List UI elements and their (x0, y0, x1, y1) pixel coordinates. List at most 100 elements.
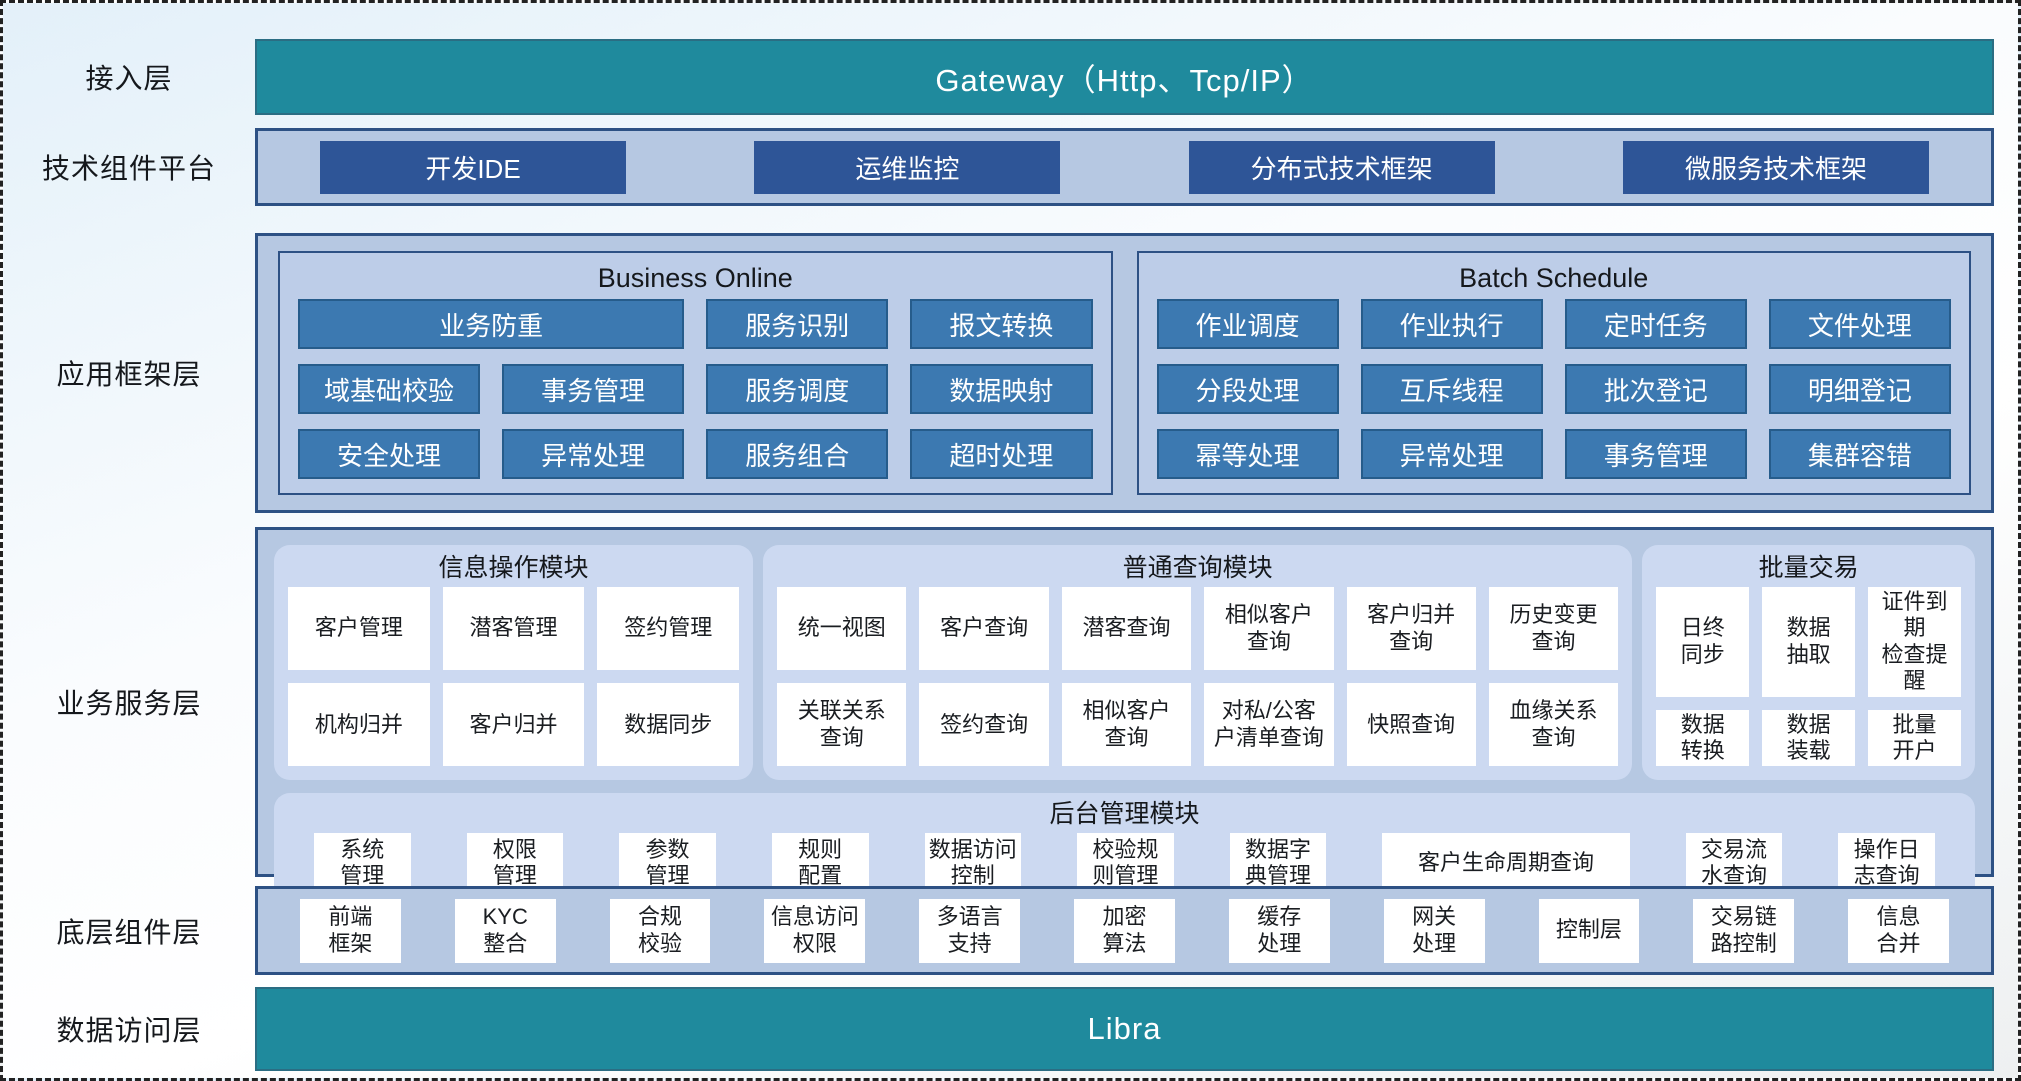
batch-trade-card: 批量交易 日终 同步 数据 抽取 证件到期 检查提醒 数据 转换 数据 装载 批… (1642, 545, 1975, 781)
info-ops-item: 客户管理 (288, 587, 430, 671)
base-components-label: 底层组件层 (56, 916, 202, 948)
batch-trade-item: 批量 开户 (1868, 709, 1961, 767)
bs-item: 作业执行 (1360, 299, 1543, 349)
batch-trade-item: 证件到期 检查提醒 (1868, 587, 1961, 697)
business-online-grid: 业务防重 服务识别 报文转换 域基础校验 事务管理 服务调度 数据映射 安全处理… (298, 299, 1093, 479)
batch-schedule-box: Batch Schedule 作业调度 作业执行 定时任务 文件处理 分段处理 … (1136, 251, 1971, 495)
base-item: 信息访问 权限 (764, 898, 866, 963)
base-item: 缓存 处理 (1228, 898, 1330, 963)
query-item: 快照查询 (1346, 683, 1476, 767)
business-online-title: Business Online (597, 263, 793, 293)
layer-row-access: 接入层 Gateway（Http、Tcp/IP） (3, 39, 2018, 115)
bs-item: 文件处理 (1768, 299, 1951, 349)
bo-item: 服务组合 (706, 429, 889, 479)
batch-trade-item: 数据 抽取 (1762, 587, 1856, 697)
common-query-title: 普通查询模块 (1122, 554, 1273, 582)
info-ops-item: 潜客管理 (442, 587, 585, 671)
bo-item: 事务管理 (502, 364, 685, 414)
base-item: 合规 校验 (609, 898, 711, 963)
batch-trade-item: 数据 装载 (1762, 709, 1856, 767)
query-item: 历史变更 查询 (1488, 587, 1619, 671)
common-query-card: 普通查询模块 统一视图 客户查询 潜客查询 相似客户 查询 客户归并 查询 历史… (763, 545, 1633, 781)
layer-row-base-components: 底层组件层 前端 框架 KYC 整合 合规 校验 信息访问 权限 多语言 支持 … (3, 886, 2018, 975)
admin-module-title: 后台管理模块 (1049, 800, 1200, 829)
bs-item: 幂等处理 (1156, 429, 1339, 479)
base-components-panel: 前端 框架 KYC 整合 合规 校验 信息访问 权限 多语言 支持 加密 算法 … (255, 886, 1994, 975)
business-service-panel: 信息操作模块 客户管理 潜客管理 签约管理 机构归并 客户归并 数据同步 普通查… (255, 527, 1994, 906)
bo-item: 域基础校验 (298, 364, 481, 414)
query-item: 潜客查询 (1061, 587, 1192, 671)
admin-item: 客户生命周期查询 (1382, 833, 1630, 894)
app-framework-label: 应用框架层 (56, 359, 202, 390)
batch-trade-title: 批量交易 (1758, 554, 1859, 582)
bs-item: 事务管理 (1564, 429, 1747, 479)
batch-schedule-title: Batch Schedule (1459, 263, 1649, 293)
base-item: 前端 框架 (300, 898, 401, 963)
tech-item-microservice-framework: 微服务技术框架 (1622, 140, 1929, 194)
base-item: 信息 合并 (1848, 898, 1949, 963)
bo-item: 业务防重 (298, 299, 685, 349)
bo-item: 服务调度 (706, 364, 889, 414)
bo-item: 服务识别 (706, 299, 889, 349)
bs-item: 互斥线程 (1360, 364, 1543, 414)
bo-item: 安全处理 (298, 429, 481, 479)
data-access-label: 数据访问层 (56, 1015, 202, 1046)
admin-item: 权限 管理 (466, 833, 564, 894)
base-item: 交易链 路控制 (1693, 898, 1795, 963)
business-online-box: Business Online 业务防重 服务识别 报文转换 域基础校验 事务管… (278, 251, 1113, 495)
query-item: 客户查询 (919, 587, 1049, 671)
info-ops-title: 信息操作模块 (438, 554, 589, 582)
info-ops-card: 信息操作模块 客户管理 潜客管理 签约管理 机构归并 客户归并 数据同步 (274, 545, 754, 781)
info-ops-item: 客户归并 (442, 683, 585, 767)
batch-trade-item: 日终 同步 (1656, 587, 1750, 697)
query-item: 统一视图 (777, 587, 907, 671)
batch-trade-item: 数据 转换 (1656, 709, 1750, 767)
query-item: 关联关系 查询 (777, 683, 907, 767)
bs-item: 定时任务 (1564, 299, 1747, 349)
layer-row-business-service: 业务服务层 信息操作模块 客户管理 潜客管理 签约管理 机构归并 客户归并 数据… (3, 527, 2018, 906)
base-item: 加密 算法 (1074, 898, 1175, 963)
gateway-bar: Gateway（Http、Tcp/IP） (255, 39, 1994, 115)
admin-item: 操作日 志查询 (1838, 833, 1935, 894)
info-ops-item: 签约管理 (597, 587, 740, 671)
tech-item-dev-ide: 开发IDE (320, 140, 626, 194)
bo-item: 数据映射 (910, 364, 1093, 414)
bs-item: 异常处理 (1360, 429, 1543, 479)
bs-item: 分段处理 (1156, 364, 1339, 414)
admin-item: 数据访问 控制 (924, 833, 1022, 894)
app-framework-panel: Business Online 业务防重 服务识别 报文转换 域基础校验 事务管… (255, 233, 1994, 513)
query-item: 对私/公客 户清单查询 (1204, 683, 1334, 767)
base-item: 网关 处理 (1383, 898, 1485, 963)
batch-schedule-grid: 作业调度 作业执行 定时任务 文件处理 分段处理 互斥线程 批次登记 明细登记 … (1156, 299, 1951, 479)
admin-item: 参数 管理 (619, 833, 716, 894)
tech-item-ops-monitor: 运维监控 (754, 140, 1061, 194)
admin-item: 系统 管理 (314, 833, 411, 894)
info-ops-item: 机构归并 (288, 683, 430, 767)
admin-item: 数据字 典管理 (1229, 833, 1327, 894)
layer-row-app-framework: 应用框架层 Business Online 业务防重 服务识别 报文转换 域基础… (3, 233, 2018, 513)
query-item: 签约查询 (919, 683, 1049, 767)
base-item: 控制层 (1538, 898, 1640, 963)
tech-platform-panel: 开发IDE 运维监控 分布式技术框架 微服务技术框架 (255, 128, 1994, 206)
bs-item: 明细登记 (1768, 364, 1951, 414)
bs-item: 集群容错 (1768, 429, 1951, 479)
bo-item: 异常处理 (502, 429, 685, 479)
query-item: 相似客户 查询 (1061, 683, 1192, 767)
bs-item: 批次登记 (1564, 364, 1747, 414)
query-item: 血缘关系 查询 (1488, 683, 1619, 767)
tech-item-distributed-framework: 分布式技术框架 (1188, 140, 1495, 194)
admin-item: 校验规 则管理 (1077, 833, 1174, 894)
info-ops-item: 数据同步 (597, 683, 740, 767)
bs-item: 作业调度 (1156, 299, 1339, 349)
admin-item: 规则 配置 (771, 833, 869, 894)
base-item: 多语言 支持 (919, 898, 1021, 963)
access-layer-label: 接入层 (85, 63, 173, 94)
base-item: KYC 整合 (454, 898, 556, 963)
query-item: 相似客户 查询 (1204, 587, 1334, 671)
tech-platform-label: 技术组件平台 (41, 153, 216, 184)
query-item: 客户归并 查询 (1346, 587, 1476, 671)
libra-bar: Libra (255, 987, 1994, 1071)
admin-item: 交易流 水查询 (1685, 833, 1783, 894)
layer-row-data-access: 数据访问层 Libra (3, 987, 2018, 1071)
